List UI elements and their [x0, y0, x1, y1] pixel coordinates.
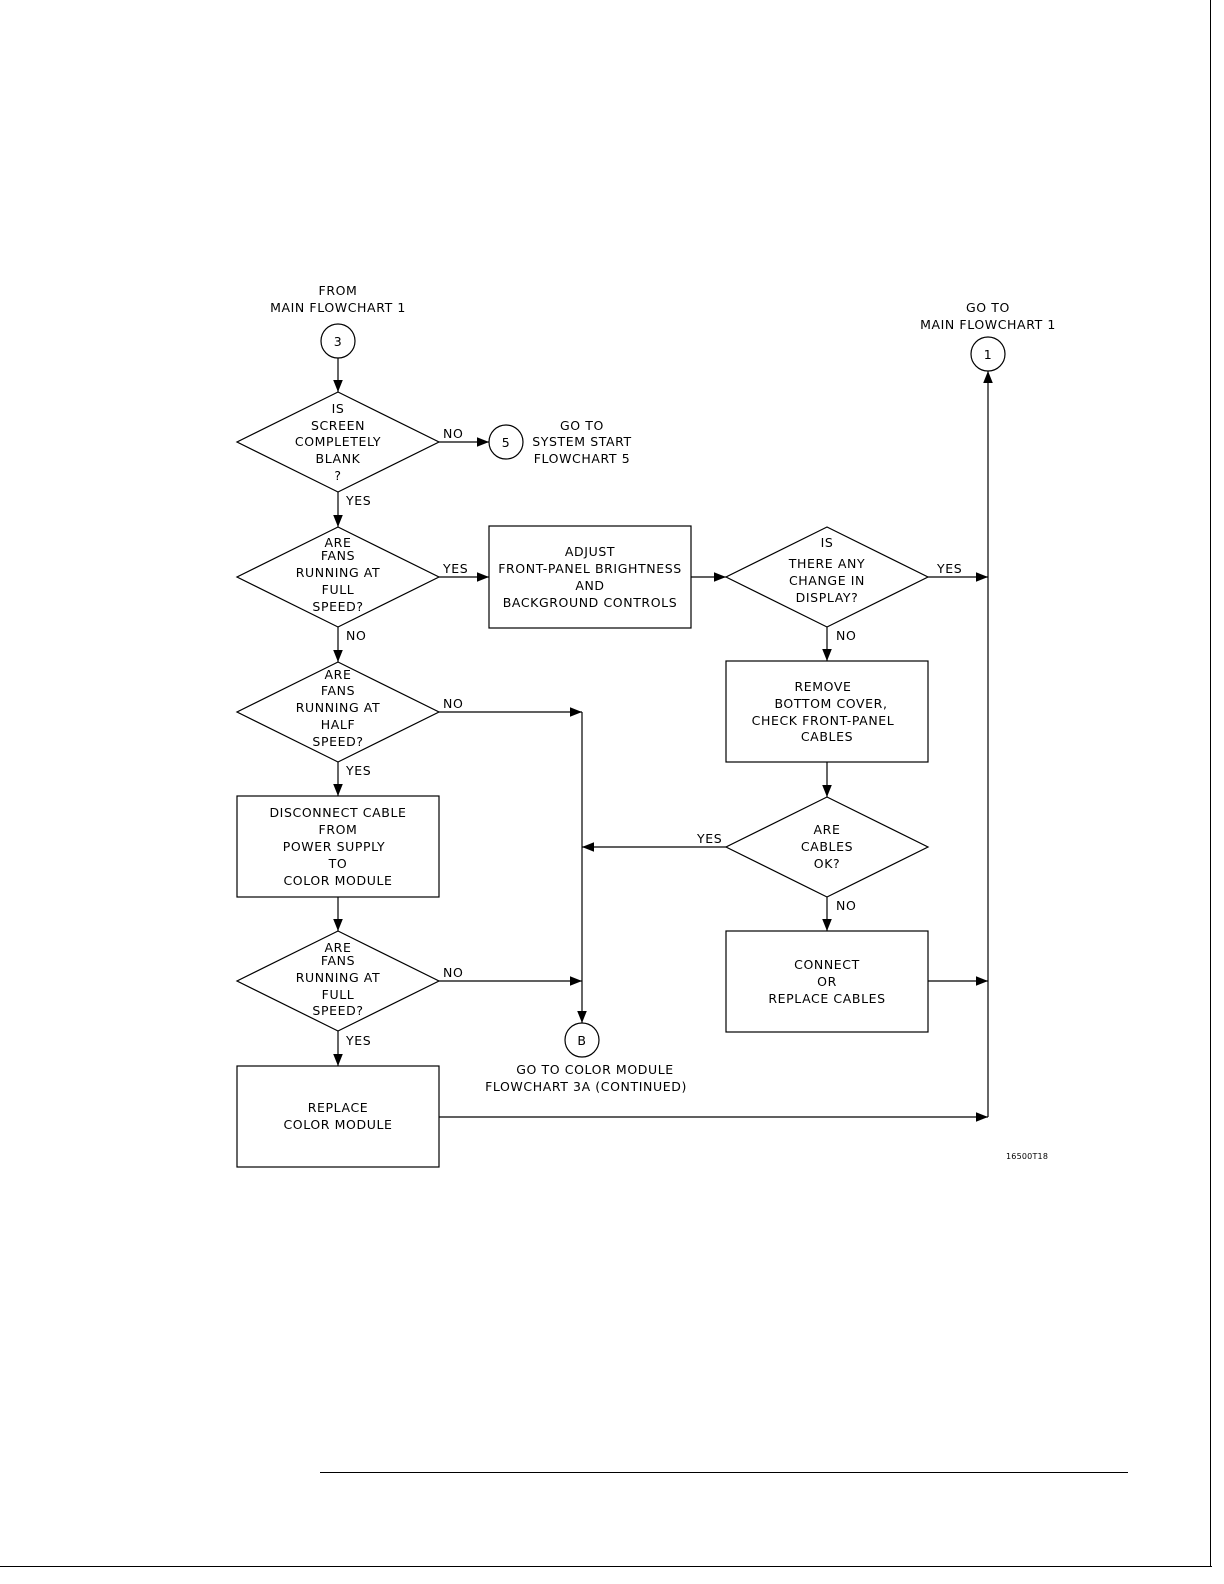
decision-text: ARE	[325, 667, 352, 682]
process-disconnect-cable: DISCONNECT CABLE FROM POWER SUPPLY TO CO…	[236, 795, 440, 898]
page-border-right	[1210, 0, 1211, 1566]
process-text: CONNECT	[794, 957, 860, 972]
process-text: COLOR MODULE	[283, 1117, 392, 1132]
connector-number: 5	[502, 435, 511, 450]
decision-text: ARE	[325, 535, 352, 550]
process-box	[488, 525, 692, 629]
connector-label: MAIN FLOWCHART 1	[270, 300, 406, 315]
process-text: FROM	[319, 822, 358, 837]
decision-text: FANS	[321, 683, 355, 698]
decision-text: OK?	[814, 856, 840, 871]
decision-text: CHANGE IN	[789, 573, 865, 588]
connector-number: 1	[984, 347, 993, 362]
connector-from-main-flowchart: FROM MAIN FLOWCHART 1 3	[270, 283, 406, 359]
flow-lines	[333, 358, 993, 1122]
connector-label: FROM	[319, 283, 358, 298]
footer-rule	[320, 1472, 1128, 1473]
decision-text: IS	[332, 401, 345, 416]
branch-label-yes: YES	[345, 763, 371, 778]
process-remove-cover: REMOVE BOTTOM COVER, CHECK FRONT-PANEL C…	[725, 660, 929, 763]
decision-text: ARE	[814, 822, 841, 837]
process-text: CHECK FRONT-PANEL	[752, 713, 895, 728]
decision-text: FANS	[321, 548, 355, 563]
connector-to-color-module: B GO TO COLOR MODULE FLOWCHART 3A (CONTI…	[485, 1022, 687, 1094]
connector-to-system-start: 5 GO TO SYSTEM START FLOWCHART 5	[488, 418, 632, 466]
page-border-bottom	[0, 1566, 1212, 1567]
decision-fans-full-speed-1: ARE FANS RUNNING AT FULL SPEED?	[235, 526, 441, 628]
connector-label: SYSTEM START	[532, 434, 632, 449]
connector-label: GO TO	[966, 300, 1010, 315]
decision-text: IS	[821, 535, 834, 550]
decision-text: CABLES	[801, 839, 853, 854]
decision-text: RUNNING AT	[296, 970, 380, 985]
decision-text: HALF	[321, 717, 356, 732]
decision-text: DISPLAY?	[796, 590, 859, 605]
process-text: BOTTOM COVER,	[774, 696, 887, 711]
decision-text: BLANK	[316, 451, 361, 466]
decision-cables-ok: ARE CABLES OK?	[724, 796, 930, 898]
decision-text: SCREEN	[311, 418, 365, 433]
decision-text: SPEED?	[312, 599, 363, 614]
process-text: REMOVE	[794, 679, 851, 694]
decision-screen-blank: IS SCREEN COMPLETELY BLANK ?	[235, 391, 441, 493]
decision-fans-half-speed: ARE FANS RUNNING AT HALF SPEED?	[235, 661, 441, 763]
process-text: CABLES	[801, 729, 853, 744]
decision-text: FANS	[321, 953, 355, 968]
branch-label-yes: YES	[936, 561, 962, 576]
process-text: OR	[817, 974, 837, 989]
process-adjust-controls: ADJUST FRONT-PANEL BRIGHTNESS AND BACKGR…	[488, 525, 692, 629]
process-text: COLOR MODULE	[283, 873, 392, 888]
branch-label-yes: YES	[442, 561, 468, 576]
branch-label-yes: YES	[345, 1033, 371, 1048]
decision-display-change: IS THERE ANY CHANGE IN DISPLAY?	[724, 526, 930, 628]
branch-label-no: NO	[346, 628, 366, 643]
process-text: BACKGROUND CONTROLS	[503, 595, 678, 610]
decision-text: FULL	[322, 987, 355, 1002]
process-box	[725, 660, 929, 763]
process-text: FRONT-PANEL BRIGHTNESS	[498, 561, 682, 576]
branch-label-yes: YES	[345, 493, 371, 508]
decision-text: SPEED?	[312, 734, 363, 749]
figure-id: 16500T18	[1006, 1152, 1048, 1161]
decision-text: THERE ANY	[788, 556, 865, 571]
decision-text: RUNNING AT	[296, 700, 380, 715]
process-text: TO	[328, 856, 348, 871]
connector-to-main-flowchart: GO TO MAIN FLOWCHART 1 1	[920, 300, 1056, 372]
process-replace-module: REPLACE COLOR MODULE	[236, 1065, 440, 1168]
decision-text: FULL	[322, 582, 355, 597]
process-text: ADJUST	[565, 544, 615, 559]
branch-label-no: NO	[836, 628, 856, 643]
process-text: REPLACE	[308, 1100, 369, 1115]
connector-label: GO TO COLOR MODULE	[516, 1062, 674, 1077]
branch-label-no: NO	[443, 696, 463, 711]
connector-label: GO TO	[560, 418, 604, 433]
process-box	[725, 930, 929, 1033]
decision-text: COMPLETELY	[295, 434, 381, 449]
branch-label-yes: YES	[696, 831, 722, 846]
process-text: REPLACE CABLES	[768, 991, 885, 1006]
decision-text: ARE	[325, 940, 352, 955]
decision-text: SPEED?	[312, 1003, 363, 1018]
connector-letter: B	[577, 1033, 586, 1048]
branch-label-no: NO	[836, 898, 856, 913]
process-text: POWER SUPPLY	[283, 839, 386, 854]
connector-label: FLOWCHART 5	[534, 451, 631, 466]
connector-label: MAIN FLOWCHART 1	[920, 317, 1056, 332]
decision-text: ?	[334, 468, 341, 483]
process-text: DISCONNECT CABLE	[269, 805, 406, 820]
decision-fans-full-speed-2: ARE FANS RUNNING AT FULL SPEED?	[235, 930, 441, 1032]
process-connect-cables: CONNECT OR REPLACE CABLES	[725, 930, 929, 1033]
branch-label-no: NO	[443, 965, 463, 980]
connector-label: FLOWCHART 3A (CONTINUED)	[485, 1079, 687, 1094]
branch-labels: NO YES YES NO YES NO NO YES YES NO NO YE…	[345, 426, 962, 1048]
process-text: AND	[575, 578, 604, 593]
branch-label-no: NO	[443, 426, 463, 441]
connector-number: 3	[334, 334, 343, 349]
decision-text: RUNNING AT	[296, 565, 380, 580]
